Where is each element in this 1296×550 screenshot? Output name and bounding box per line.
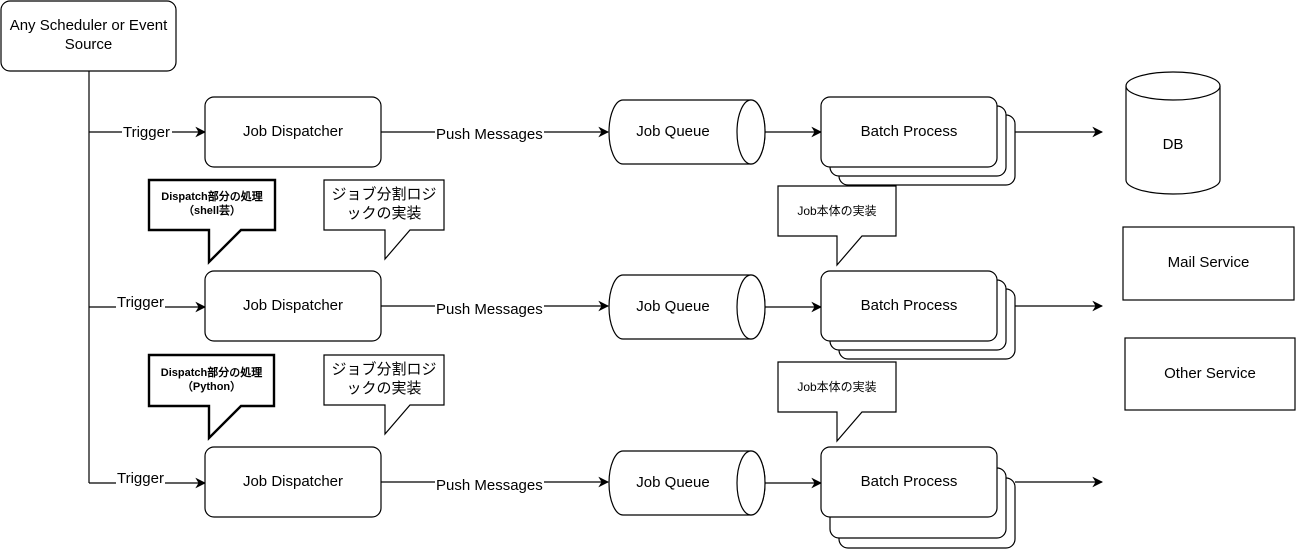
- dispatch-callout-text: Dispatch部分の処理 （shell芸）: [161, 191, 263, 217]
- mail-service-box: [1122, 226, 1295, 301]
- dispatch-callout: [147, 178, 277, 265]
- job-impl-text: Job本体の実装: [797, 379, 877, 394]
- batch-process-label: Batch Process: [860, 296, 958, 314]
- push-messages-label: Push Messages: [435, 477, 544, 494]
- job-dispatcher-label: Job Dispatcher: [242, 122, 344, 140]
- trigger-label: Trigger: [116, 294, 165, 311]
- batch-process-box: [820, 270, 998, 342]
- job-queue-label: Job Queue: [636, 297, 710, 315]
- job-dispatcher-label: Job Dispatcher: [242, 472, 344, 490]
- split-logic-callout: [323, 354, 445, 436]
- job-queue-label: Job Queue: [636, 473, 710, 491]
- job-impl-callout: [777, 185, 897, 267]
- dispatch-callout: [147, 353, 276, 441]
- split-logic-text: ジョブ分割ロジックの実装: [331, 186, 437, 222]
- trigger-connector: [88, 71, 122, 484]
- job-queue-cylinder: [608, 274, 766, 340]
- batch-process-box: [820, 96, 998, 168]
- job-queue-cylinder: [608, 99, 766, 165]
- job-impl-callout: [777, 361, 897, 443]
- db-label: DB: [1162, 135, 1184, 153]
- other-service-label: Other Service: [1164, 364, 1256, 382]
- other-service-box: [1124, 337, 1296, 411]
- job-queue-label: Job Queue: [636, 122, 710, 140]
- push-messages-label: Push Messages: [435, 126, 544, 143]
- batch-process-label: Batch Process: [860, 122, 958, 140]
- dispatch-callout-text: Dispatch部分の処理 （Python）: [160, 366, 263, 393]
- trigger-label: Trigger: [122, 124, 171, 141]
- split-logic-callout: [323, 179, 445, 261]
- batch-process-label: Batch Process: [860, 472, 958, 490]
- trigger-label: Trigger: [116, 470, 165, 487]
- db-cylinder: [1125, 71, 1221, 195]
- source-label: Any Scheduler or Event Source: [9, 17, 168, 53]
- job-dispatcher-label: Job Dispatcher: [242, 296, 344, 314]
- push-messages-label: Push Messages: [435, 301, 544, 318]
- batch-process-box: [820, 446, 998, 518]
- mail-service-label: Mail Service: [1167, 254, 1250, 272]
- split-logic-text: ジョブ分割ロジックの実装: [331, 361, 437, 397]
- job-queue-cylinder: [608, 450, 766, 516]
- job-impl-text: Job本体の実装: [797, 203, 877, 218]
